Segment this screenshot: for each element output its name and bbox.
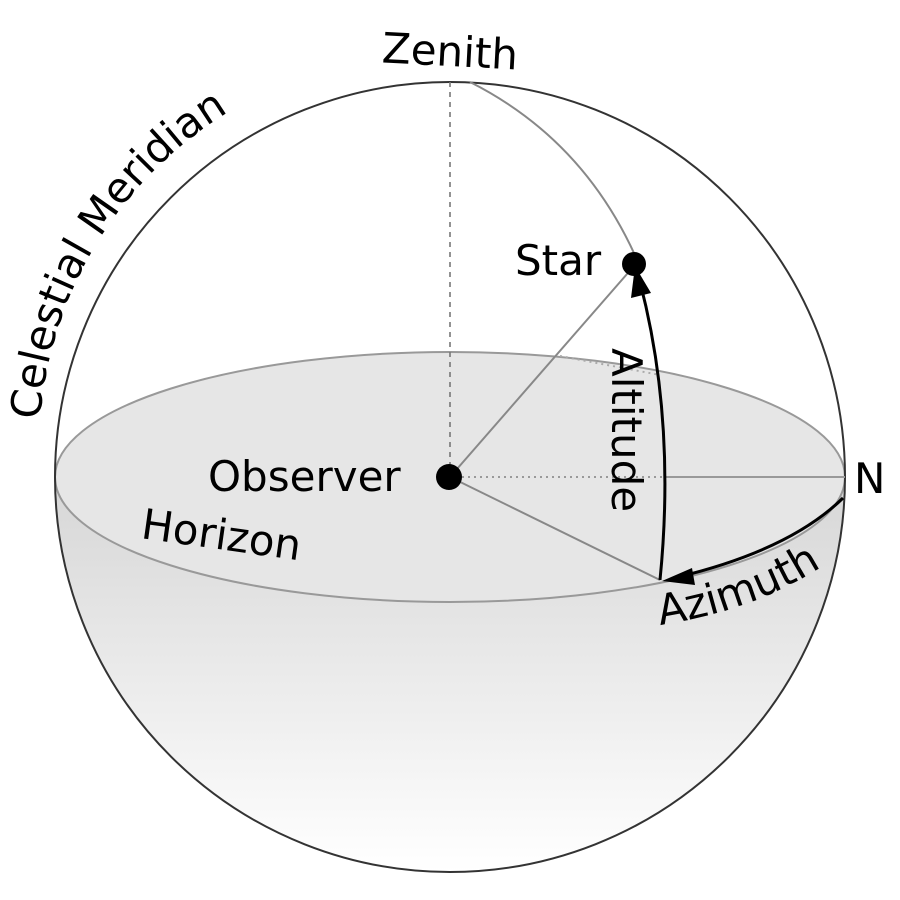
observer-point [436, 464, 462, 490]
north-label: N [854, 454, 885, 503]
observer-star-line [449, 265, 635, 478]
celestial-meridian-label: Celestial Meridian [1, 79, 234, 421]
star-label: Star [515, 236, 602, 285]
lower-hemisphere [55, 477, 845, 872]
azimuth-arc [677, 496, 845, 579]
zenith-label: Zenith [381, 23, 519, 79]
observer-label: Observer [208, 452, 401, 501]
altitude-arc [638, 281, 667, 581]
celestial-meridian-text: Celestial Meridian [1, 79, 234, 421]
star-point [622, 252, 646, 276]
star-vertical-circle [469, 81, 639, 263]
horizon-dotted-line-back [559, 355, 661, 376]
altitude-label: Altitude [602, 348, 651, 512]
observer-azimuth-line [449, 476, 661, 581]
azimuth-arrowhead [662, 568, 695, 585]
